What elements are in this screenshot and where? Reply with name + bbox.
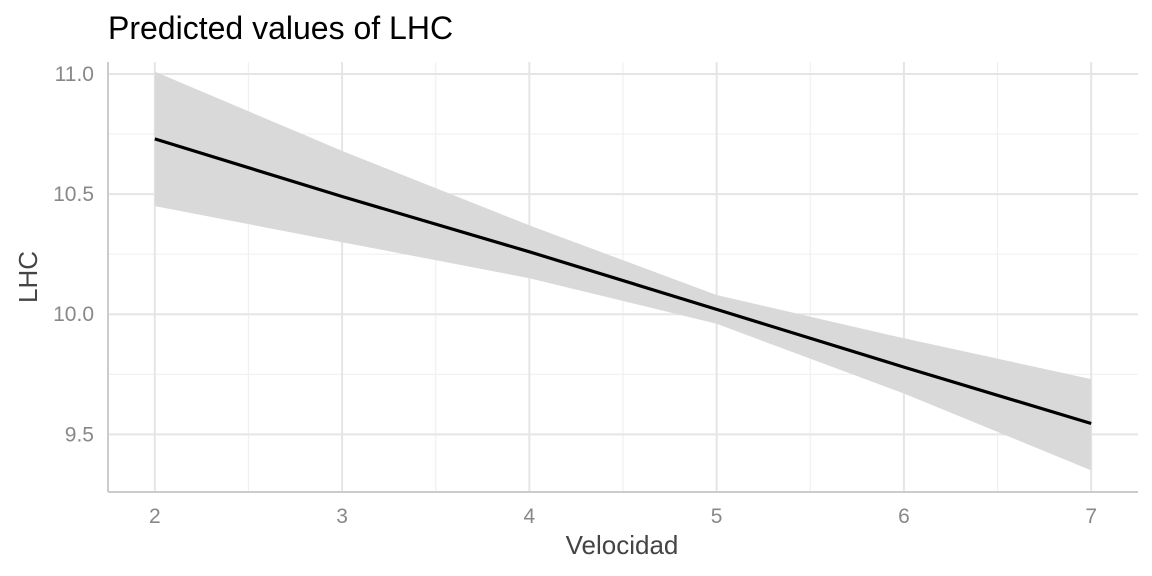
x-tick-label: 7 [1085,505,1097,528]
y-axis-title: LHC [13,251,43,303]
axes [107,62,1138,493]
x-axis-title: Velocidad [566,530,679,560]
chart-title: Predicted values of LHC [108,10,453,46]
y-tick-label: 10.5 [53,183,94,206]
x-tick-label: 4 [524,505,536,528]
x-tick-label: 5 [711,505,723,528]
y-tick-label: 9.5 [65,423,94,446]
y-tick-label: 10.0 [53,303,94,326]
x-tick-label: 6 [898,505,910,528]
x-tick-labels: 2 3 4 5 6 7 [149,505,1097,528]
prediction-line [154,137,1092,426]
y-tick-labels: 9.5 10.0 10.5 11.0 [53,63,94,446]
x-tick-label: 2 [149,505,161,528]
y-tick-label: 11.0 [55,63,94,86]
confidence-band [154,71,1092,471]
x-tick-label: 3 [336,505,348,528]
